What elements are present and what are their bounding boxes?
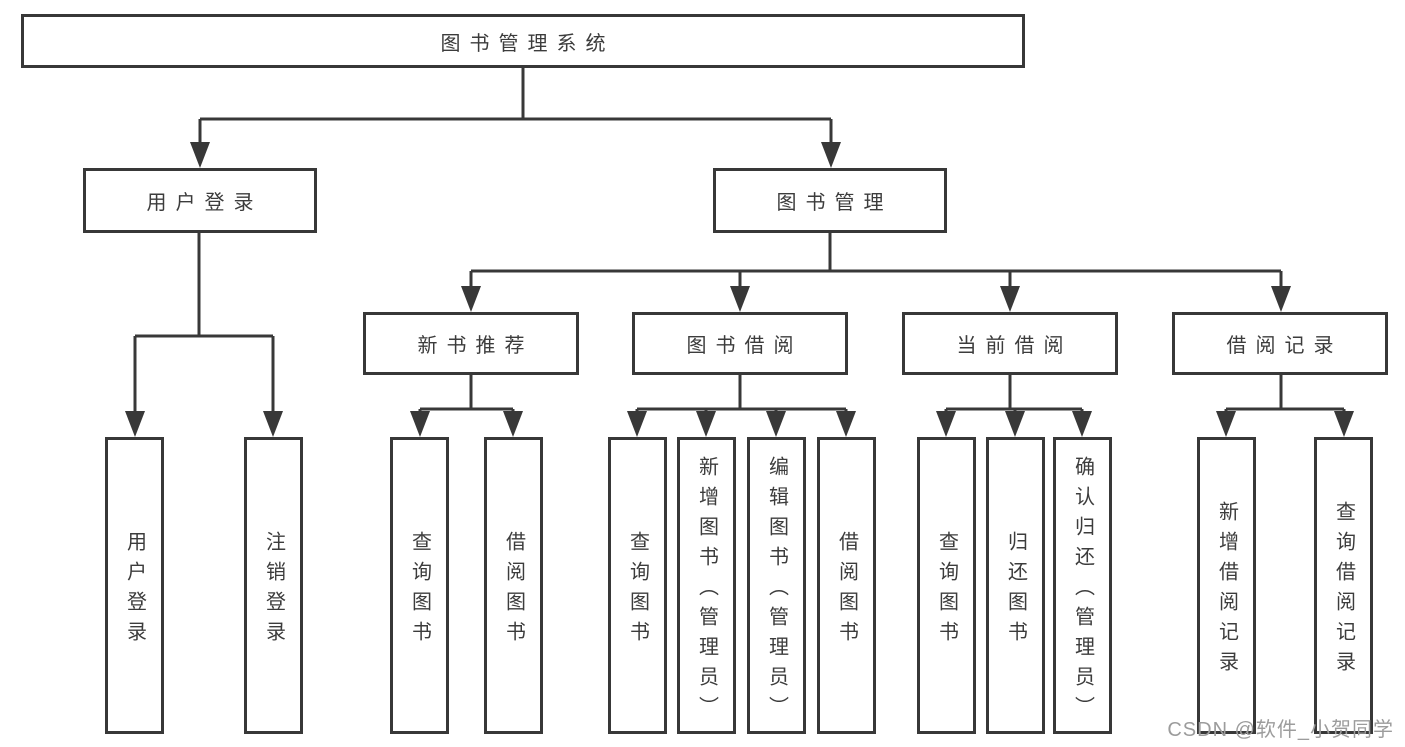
connector-book-borrow-split [635,375,848,417]
connector-level2-split [198,117,833,148]
arrow-down-icon [1005,411,1025,437]
leaf-query-borrow-record-label: 查询借阅记录 [1332,500,1355,681]
leaf-edit-books-admin-label: 编辑图书（管理员） [765,455,788,726]
leaf-return-books-label: 归还图书 [1004,530,1027,651]
connector-book-management-split [469,233,1283,292]
connector-new-book-split [418,375,515,417]
arrow-down-icon [1072,411,1092,437]
leaf-query-books-recommend: 查询图书 [390,437,449,734]
leaf-confirm-return-admin: 确认归还（管理员） [1053,437,1112,734]
arrow-down-icon [190,142,210,168]
leaf-borrow-books-recommend-label: 借阅图书 [502,530,525,651]
arrow-down-icon [836,411,856,437]
node-borrow-records: 借阅记录 [1172,312,1388,375]
arrowhead-icons [125,142,1354,437]
leaf-user-login: 用户登录 [105,437,164,734]
leaf-edit-books-admin: 编辑图书（管理员） [747,437,806,734]
arrow-down-icon [1216,411,1236,437]
node-current-borrow-label: 当前借阅 [956,335,1073,357]
leaf-query-books-recommend-label: 查询图书 [408,530,431,651]
node-user-login-label: 用户登录 [146,192,263,214]
node-user-login: 用户登录 [83,168,317,233]
connector-user-login-split [133,233,275,417]
arrow-down-icon [503,411,523,437]
leaf-query-books-borrow: 查询图书 [608,437,667,734]
arrow-down-icon [1000,286,1020,312]
arrow-down-icon [263,411,283,437]
arrow-down-icon [1334,411,1354,437]
root-node-label: 图书管理系统 [440,32,615,55]
node-current-borrow: 当前借阅 [902,312,1118,375]
leaf-confirm-return-admin-label: 确认归还（管理员） [1071,455,1094,726]
leaf-query-borrow-record: 查询借阅记录 [1314,437,1373,734]
leaf-add-books-admin-label: 新增图书（管理员） [695,455,718,726]
node-book-management-label: 图书管理 [776,192,893,214]
arrow-down-icon [1271,286,1291,312]
leaf-borrow-books: 借阅图书 [817,437,876,734]
node-book-borrow: 图书借阅 [632,312,848,375]
leaf-add-borrow-record-label: 新增借阅记录 [1215,500,1238,681]
node-new-book-recommend: 新书推荐 [363,312,579,375]
arrow-down-icon [936,411,956,437]
connector-borrow-record-split [1224,375,1346,417]
arrow-down-icon [125,411,145,437]
node-new-book-recommend-label: 新书推荐 [417,335,534,357]
leaf-user-login-label: 用户登录 [123,530,146,651]
csdn-watermark: CSDN @软件_小贺同学 [1167,719,1394,741]
leaf-query-books-current-label: 查询图书 [935,530,958,651]
leaf-borrow-books-label: 借阅图书 [835,530,858,651]
node-book-borrow-label: 图书借阅 [686,335,803,357]
leaf-query-books-current: 查询图书 [917,437,976,734]
arrow-down-icon [730,286,750,312]
connector-current-borrow-split [944,375,1084,417]
arrow-down-icon [766,411,786,437]
arrow-down-icon [410,411,430,437]
leaf-logout-label: 注销登录 [262,530,285,651]
arrow-down-icon [461,286,481,312]
leaf-return-books: 归还图书 [986,437,1045,734]
leaf-query-books-borrow-label: 查询图书 [626,530,649,651]
leaf-logout: 注销登录 [244,437,303,734]
arrow-down-icon [627,411,647,437]
leaf-borrow-books-recommend: 借阅图书 [484,437,543,734]
arrow-down-icon [696,411,716,437]
root-node-system-title: 图书管理系统 [21,14,1025,68]
leaf-add-books-admin: 新增图书（管理员） [677,437,736,734]
node-borrow-records-label: 借阅记录 [1226,335,1343,357]
arrow-down-icon [821,142,841,168]
node-book-management: 图书管理 [713,168,947,233]
leaf-add-borrow-record: 新增借阅记录 [1197,437,1256,734]
